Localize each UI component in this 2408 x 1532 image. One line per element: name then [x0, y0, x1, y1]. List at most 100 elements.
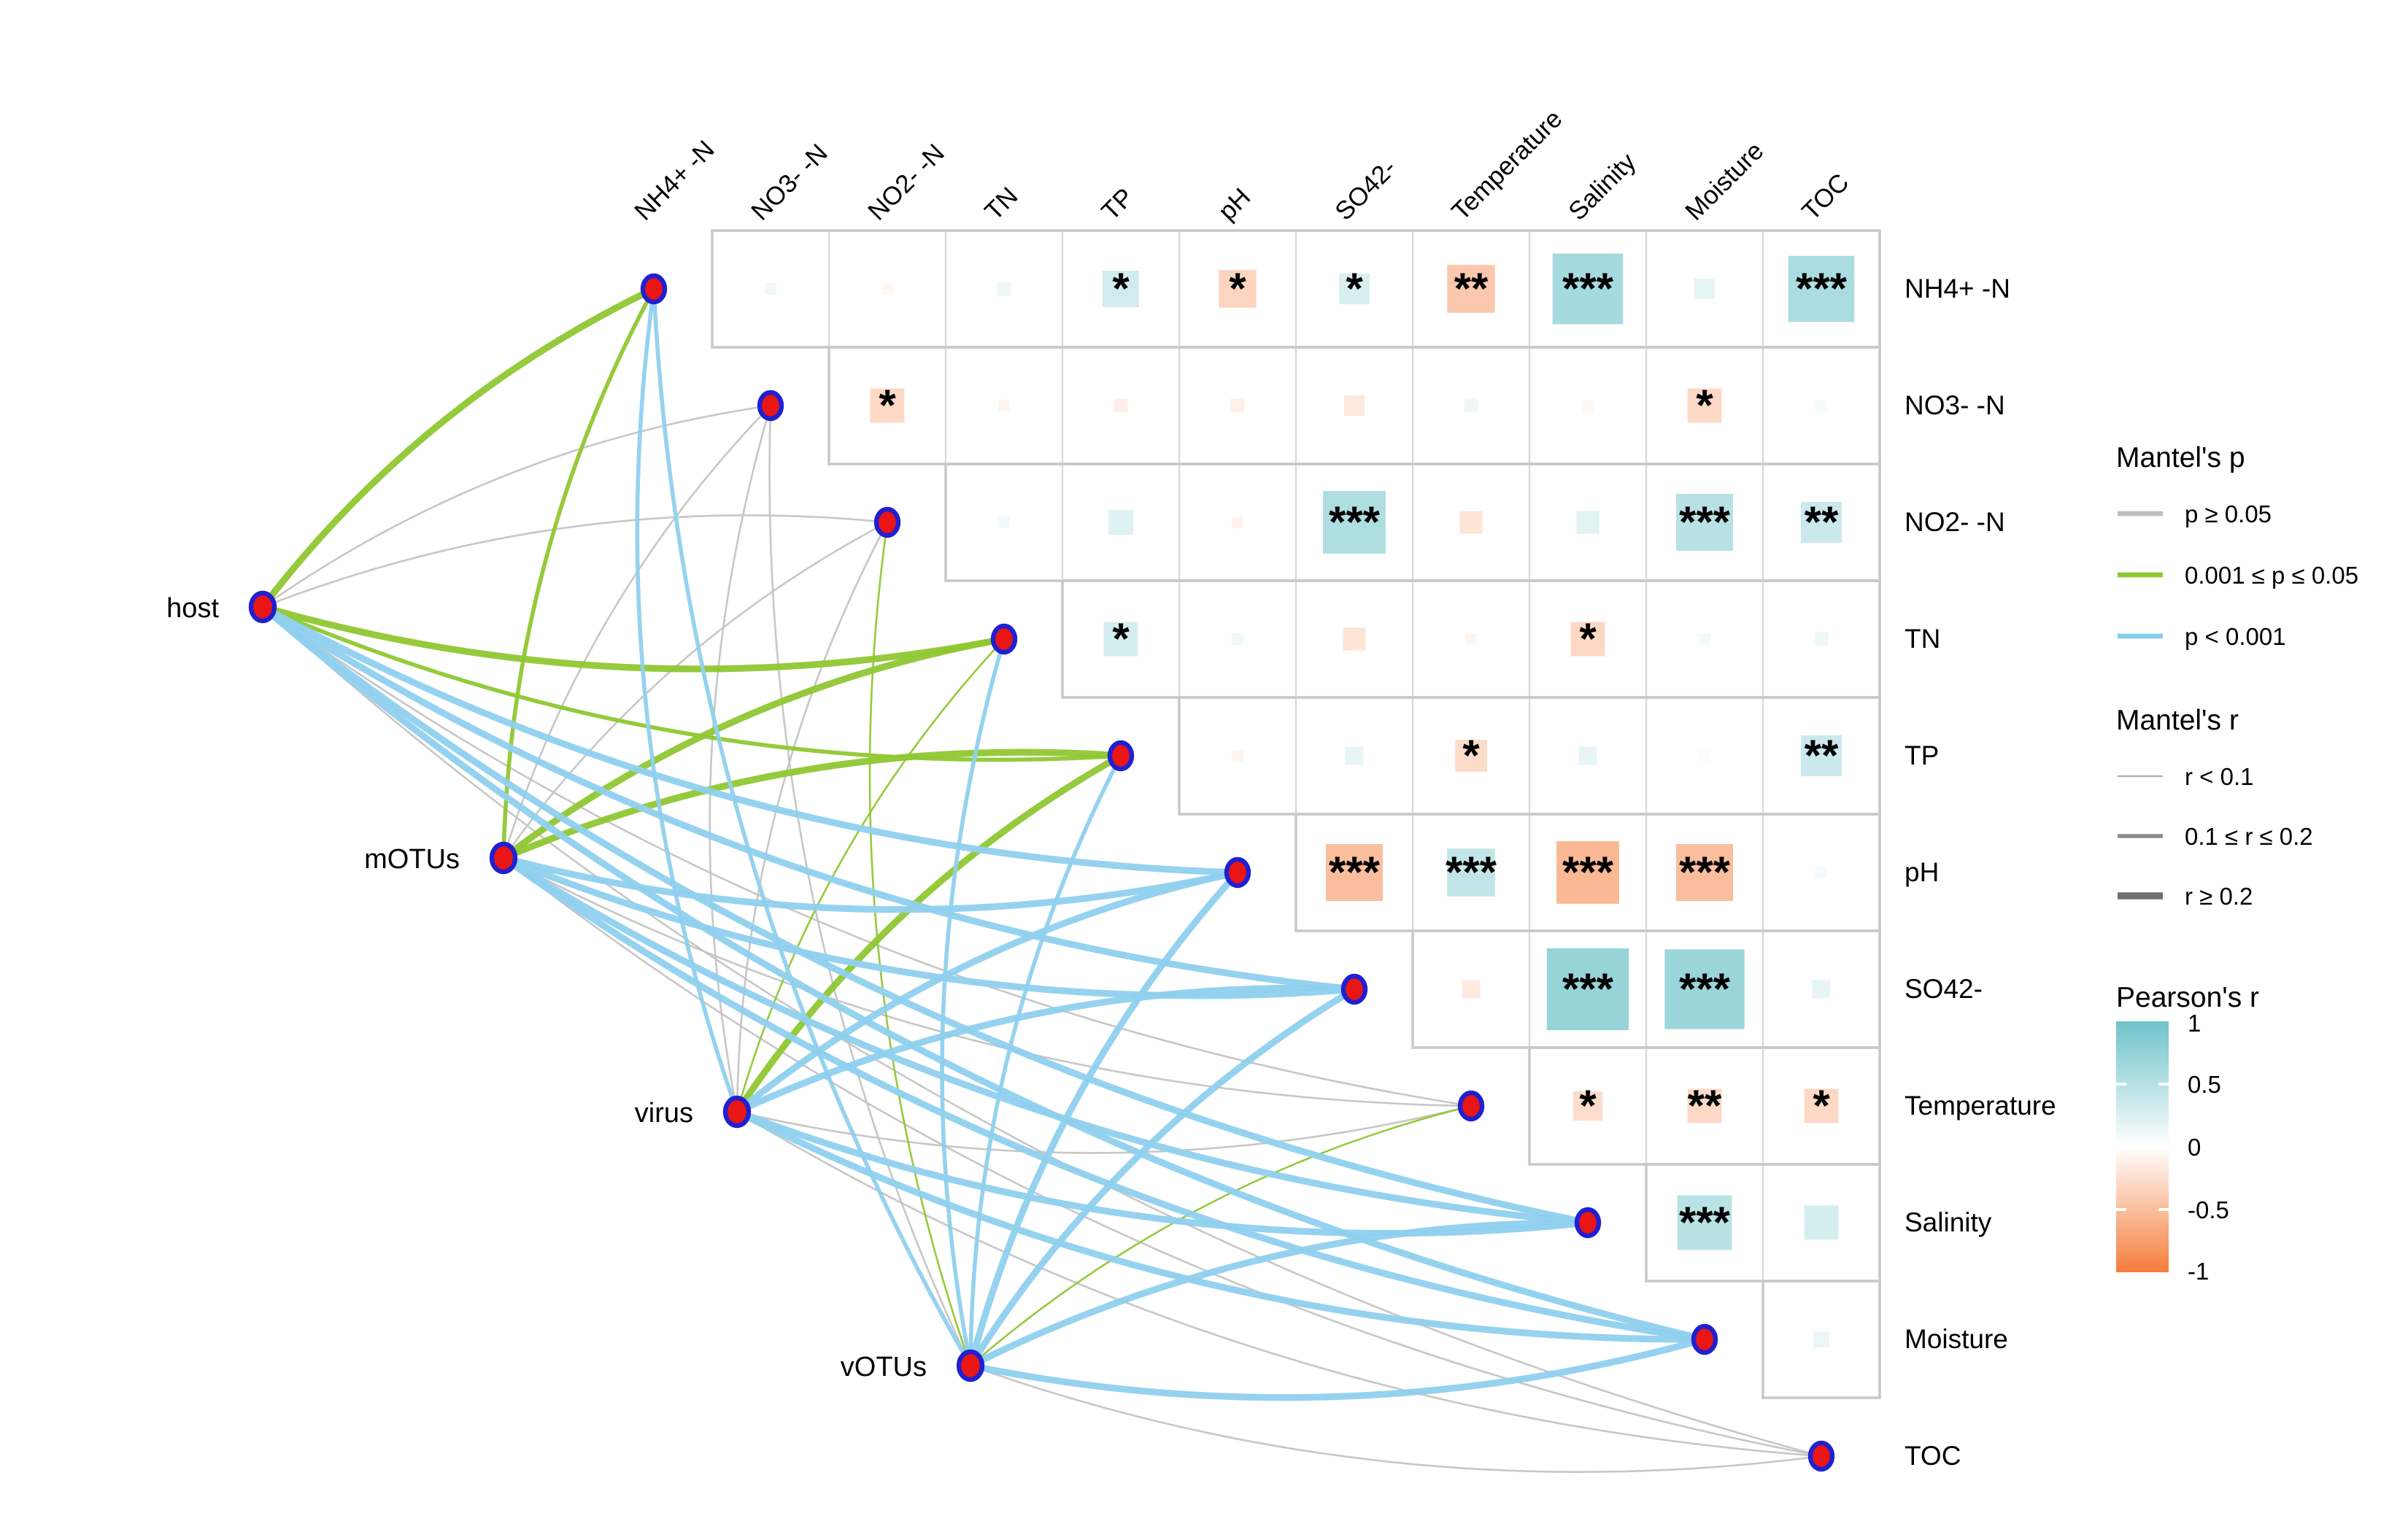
mantel-edge — [502, 521, 889, 859]
legend-label-r-thick: r ≥ 0.2 — [2185, 883, 2253, 910]
correlation-cell — [1343, 395, 1365, 417]
mantel-edge — [259, 603, 1591, 1226]
row-label: TN — [1905, 624, 1940, 654]
env-node — [1691, 1323, 1718, 1355]
mantel-edge — [736, 1110, 1823, 1458]
correlation-cell — [870, 388, 905, 423]
legend-pearson-title: Pearson's r — [2116, 982, 2259, 1013]
correlation-cell — [1815, 400, 1827, 411]
column-label: Moisture — [1680, 136, 1769, 225]
correlation-cell — [1676, 844, 1733, 901]
correlation-cell — [1552, 253, 1624, 325]
column-label: NH4+ -N — [629, 135, 720, 226]
significance-stars: *** — [1679, 498, 1731, 546]
mantel-edge — [500, 854, 1591, 1226]
row-label: pH — [1905, 857, 1939, 887]
significance-stars: ** — [1454, 264, 1489, 313]
mantel-edge — [500, 854, 1358, 999]
mantel-edge — [261, 606, 1823, 1458]
column-label: pH — [1213, 182, 1256, 225]
pearson-tick-05: 0.5 — [2188, 1071, 2221, 1098]
row-label: Moisture — [1905, 1324, 2008, 1354]
significance-stars: *** — [1679, 964, 1731, 1013]
correlation-cell — [1804, 1205, 1839, 1240]
mantel-edge — [502, 404, 772, 859]
significance-stars: * — [1112, 614, 1130, 663]
mantel-edge — [733, 1108, 1708, 1343]
significance-stars: * — [1229, 264, 1246, 313]
correlation-cell — [1576, 511, 1599, 534]
mantel-edge — [967, 869, 1241, 1369]
correlation-cell — [1323, 491, 1386, 554]
community-label: virus — [635, 1098, 693, 1129]
correlation-matrix: ****************************************… — [711, 229, 1881, 1399]
correlation-cell — [997, 282, 1011, 296]
mantel-edge — [733, 869, 1241, 1115]
mantel-edge — [868, 521, 972, 1367]
pearson-tick-neg05: -0.5 — [2188, 1196, 2229, 1223]
correlation-cell — [1455, 740, 1487, 772]
mantel-edge — [500, 854, 1241, 913]
pearson-tick-neg1: -1 — [2188, 1258, 2209, 1285]
correlation-cell — [1326, 844, 1383, 901]
significance-stars: *** — [1562, 848, 1614, 897]
column-label: TP — [1096, 182, 1139, 225]
significance-stars: * — [1696, 381, 1713, 430]
correlation-cell — [1814, 632, 1829, 646]
community-node — [722, 1095, 752, 1129]
significance-stars: *** — [1679, 848, 1731, 897]
column-label: Salinity — [1563, 147, 1642, 226]
pearson-tick-0: 0 — [2188, 1134, 2201, 1161]
mantel-edges-layer — [259, 285, 1823, 1473]
mantel-edge — [940, 637, 1006, 1368]
row-label: TP — [1905, 740, 1939, 770]
community-label: mOTUs — [364, 844, 460, 875]
mantel-edge — [768, 404, 972, 1367]
legend-label-r-thin: r < 0.1 — [2185, 763, 2253, 790]
significance-stars: * — [1112, 264, 1130, 313]
mantel-edge — [733, 752, 1124, 1115]
correlation-cell — [1699, 633, 1710, 645]
correlation-cell — [1546, 948, 1629, 1031]
row-label: Temperature — [1905, 1091, 2056, 1121]
mantel-edge — [736, 1104, 1473, 1154]
legend-label-p-sig: 0.001 ≤ p ≤ 0.05 — [2185, 562, 2358, 589]
env-node — [1340, 973, 1368, 1005]
mantel-edge — [969, 1104, 1473, 1367]
correlation-cell — [1447, 848, 1495, 897]
pearson-colorbar — [2116, 1021, 2169, 1272]
correlation-cell — [1582, 400, 1594, 411]
correlation-cell — [881, 283, 893, 295]
column-label: NO2- -N — [863, 139, 950, 226]
correlation-cell — [1343, 627, 1366, 651]
correlation-cell — [1687, 1088, 1722, 1123]
correlation-cell — [1664, 949, 1745, 1029]
significance-stars: * — [1579, 614, 1597, 663]
mantel-edge — [709, 404, 772, 1113]
community-node — [489, 841, 518, 875]
correlation-cell — [1447, 265, 1495, 313]
mantel-edge — [736, 638, 1006, 1113]
mantel-edge — [261, 514, 889, 608]
legend-label-r-med: 0.1 ≤ r ≤ 0.2 — [2185, 823, 2313, 850]
env-node — [1107, 740, 1135, 772]
mantel-edge — [259, 285, 657, 611]
mantel-edge — [259, 603, 1241, 876]
correlation-cell — [1813, 1331, 1829, 1347]
correlation-cell — [1687, 388, 1722, 423]
row-label: NH4+ -N — [1905, 274, 2010, 303]
significance-stars: ** — [1805, 731, 1839, 780]
correlation-cell — [1815, 867, 1827, 878]
significance-stars: *** — [1329, 848, 1381, 897]
correlation-cell — [998, 400, 1010, 411]
correlation-cell — [1578, 746, 1597, 765]
matrix-grid-row — [1761, 1280, 1881, 1399]
mantel-edge — [502, 856, 1473, 1107]
mantel-edge — [969, 1364, 1823, 1473]
correlation-cell — [1232, 633, 1243, 645]
community-node — [248, 590, 277, 624]
correlation-cell — [1572, 1091, 1603, 1121]
mantel-edge — [967, 1219, 1591, 1369]
